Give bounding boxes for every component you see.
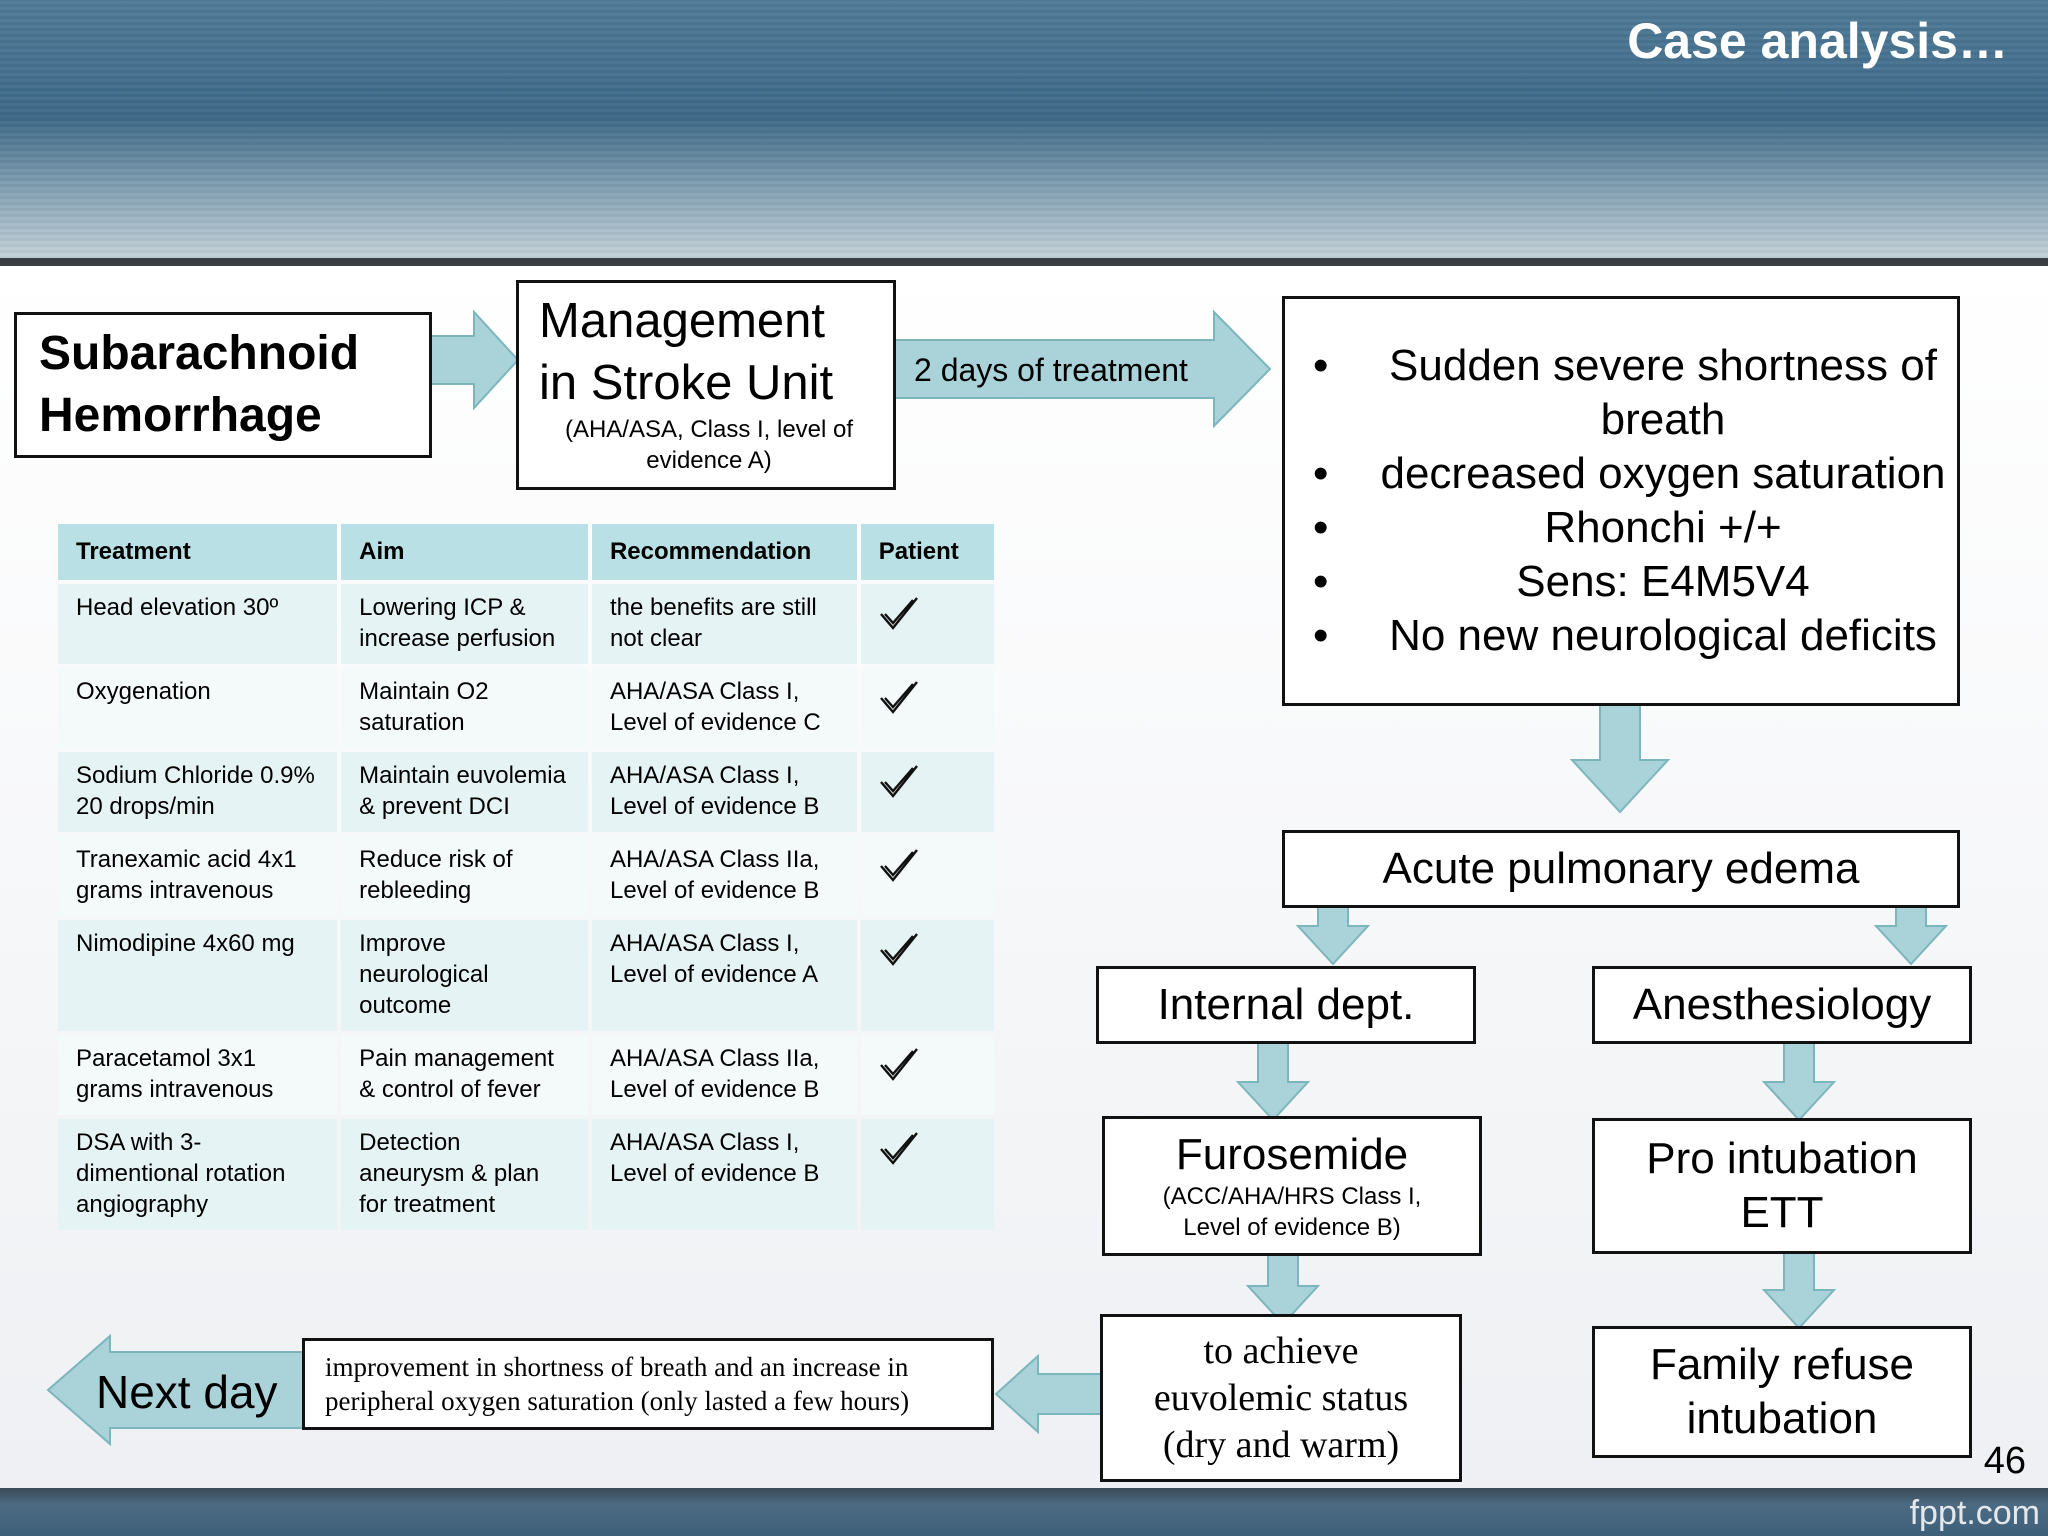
cell-patient xyxy=(860,752,994,832)
cell-patient xyxy=(860,1035,994,1115)
cell-recommendation: AHA/ASA Class IIa, Level of evidence B xyxy=(591,836,857,916)
cell-recommendation: AHA/ASA Class I, Level of evidence B xyxy=(591,752,857,832)
cell-aim: Detection aneurysm & plan for treatment xyxy=(341,1119,588,1230)
cell-treatment: Sodium Chloride 0.9% 20 drops/min xyxy=(58,752,338,832)
symptom-item: decreased oxygen saturation xyxy=(1295,447,1947,501)
cell-treatment: Tranexamic acid 4x1 grams intravenous xyxy=(58,836,338,916)
cell-treatment: Oxygenation xyxy=(58,668,338,748)
arrow-symptoms-to-diagnosis xyxy=(1569,701,1671,814)
arrow-treatment-to-symptoms xyxy=(891,309,1272,429)
management-title: Management in Stroke Unit xyxy=(539,294,834,410)
sah-label: Subarachnoid Hemorrhage xyxy=(39,327,360,442)
pro-intubation-label: Pro intubation ETT xyxy=(1646,1134,1918,1237)
header-divider xyxy=(0,258,2048,266)
table-row: Head elevation 30º Lowering ICP & increa… xyxy=(58,584,994,664)
cell-patient xyxy=(860,584,994,664)
internal-dept-label: Internal dept. xyxy=(1157,980,1415,1029)
arrow-anesthesiology-to-pro-intubation xyxy=(1761,1039,1837,1122)
cell-aim: Maintain O2 saturation xyxy=(341,668,588,748)
symptom-item: Rhonchi +/+ xyxy=(1295,501,1947,555)
cell-recommendation: AHA/ASA Class I, Level of evidence A xyxy=(591,920,857,1031)
arrow-pro-intubation-to-family-refuse xyxy=(1761,1247,1837,1330)
furosemide-subtitle: (ACC/AHA/HRS Class I, Level of evidence … xyxy=(1162,1183,1422,1241)
cell-patient xyxy=(860,668,994,748)
diagnosis-box: Acute pulmonary edema xyxy=(1282,830,1960,908)
furosemide-title: Furosemide xyxy=(1175,1130,1409,1179)
check-icon xyxy=(879,849,918,882)
symptom-item: Sudden severe shortness of breath xyxy=(1295,339,1947,447)
check-icon xyxy=(879,681,918,714)
table-row: Oxygenation Maintain O2 saturation AHA/A… xyxy=(58,668,994,748)
next-day-label: Next day xyxy=(96,1366,278,1418)
cell-recommendation: the benefits are still not clear xyxy=(591,584,857,664)
anesthesiology-label: Anesthesiology xyxy=(1632,980,1932,1029)
euvolemic-label: to achieve euvolemic status (dry and war… xyxy=(1153,1329,1409,1466)
cell-patient xyxy=(860,836,994,916)
sah-box: Subarachnoid Hemorrhage xyxy=(14,312,432,458)
cell-treatment: Head elevation 30º xyxy=(58,584,338,664)
management-subtitle: (AHA/ASA, Class I, level of evidence A) xyxy=(564,416,854,474)
cell-patient xyxy=(860,1119,994,1230)
arrow-sah-to-management xyxy=(429,309,520,411)
anesthesiology-box: Anesthesiology xyxy=(1592,966,1972,1044)
check-icon xyxy=(879,1048,918,1081)
footer-band xyxy=(0,1488,2048,1536)
treatment-table: Treatment Aim Recommendation Patient Hea… xyxy=(54,520,998,1234)
cell-aim: Improve neurological outcome xyxy=(341,920,588,1031)
treatment-duration-label: 2 days of treatment xyxy=(914,352,1188,388)
management-box: Management in Stroke Unit (AHA/ASA, Clas… xyxy=(516,280,896,490)
table-row: Tranexamic acid 4x1 grams intravenous Re… xyxy=(58,836,994,916)
arrow-next-day xyxy=(46,1333,307,1447)
symptom-item: Sens: E4M5V4 xyxy=(1295,555,1947,609)
check-icon xyxy=(879,765,918,798)
symptom-item: No new neurological deficits xyxy=(1295,609,1947,663)
header-treatment: Treatment xyxy=(58,524,338,580)
header-patient: Patient xyxy=(860,524,994,580)
cell-recommendation: AHA/ASA Class IIa, Level of evidence B xyxy=(591,1035,857,1115)
table-row: Nimodipine 4x60 mg Improve neurological … xyxy=(58,920,994,1031)
slide-title: Case analysis… xyxy=(1627,13,2008,69)
improvement-box: improvement in shortness of breath and a… xyxy=(302,1338,994,1430)
cell-patient xyxy=(860,920,994,1031)
check-icon xyxy=(879,1132,918,1165)
family-refuse-label: Family refuse intubation xyxy=(1649,1340,1915,1443)
cell-recommendation: AHA/ASA Class I, Level of evidence B xyxy=(591,1119,857,1230)
check-icon xyxy=(879,597,918,630)
check-icon xyxy=(879,933,918,966)
euvolemic-box: to achieve euvolemic status (dry and war… xyxy=(1100,1314,1462,1482)
cell-aim: Maintain euvolemia & prevent DCI xyxy=(341,752,588,832)
furosemide-box: Furosemide (ACC/AHA/HRS Class I, Level o… xyxy=(1102,1116,1482,1256)
page-number: 46 xyxy=(1983,1440,2026,1482)
header-recommendation: Recommendation xyxy=(591,524,857,580)
symptoms-list: Sudden severe shortness of breath decrea… xyxy=(1295,339,1947,663)
cell-aim: Reduce risk of rebleeding xyxy=(341,836,588,916)
header-aim: Aim xyxy=(341,524,588,580)
cell-treatment: Nimodipine 4x60 mg xyxy=(58,920,338,1031)
arrow-euvolemic-to-improvement xyxy=(994,1353,1107,1435)
cell-aim: Lowering ICP & increase perfusion xyxy=(341,584,588,664)
table-row: Sodium Chloride 0.9% 20 drops/min Mainta… xyxy=(58,752,994,832)
family-refuse-box: Family refuse intubation xyxy=(1592,1326,1972,1458)
cell-treatment: DSA with 3-dimentional rotation angiogra… xyxy=(58,1119,338,1230)
table-row: Paracetamol 3x1 grams intravenous Pain m… xyxy=(58,1035,994,1115)
improvement-label: improvement in shortness of breath and a… xyxy=(325,1352,910,1416)
diagnosis-label: Acute pulmonary edema xyxy=(1382,844,1860,893)
header-band xyxy=(0,0,2048,262)
table-header-row: Treatment Aim Recommendation Patient xyxy=(58,524,994,580)
footer-brand: fppt.com xyxy=(1909,1494,2040,1532)
table-row: DSA with 3-dimentional rotation angiogra… xyxy=(58,1119,994,1230)
pro-intubation-box: Pro intubation ETT xyxy=(1592,1118,1972,1254)
symptoms-box: Sudden severe shortness of breath decrea… xyxy=(1282,296,1960,706)
internal-dept-box: Internal dept. xyxy=(1096,966,1476,1044)
cell-recommendation: AHA/ASA Class I, Level of evidence C xyxy=(591,668,857,748)
arrow-internal-to-furosemide xyxy=(1235,1039,1311,1122)
cell-treatment: Paracetamol 3x1 grams intravenous xyxy=(58,1035,338,1115)
cell-aim: Pain management & control of fever xyxy=(341,1035,588,1115)
